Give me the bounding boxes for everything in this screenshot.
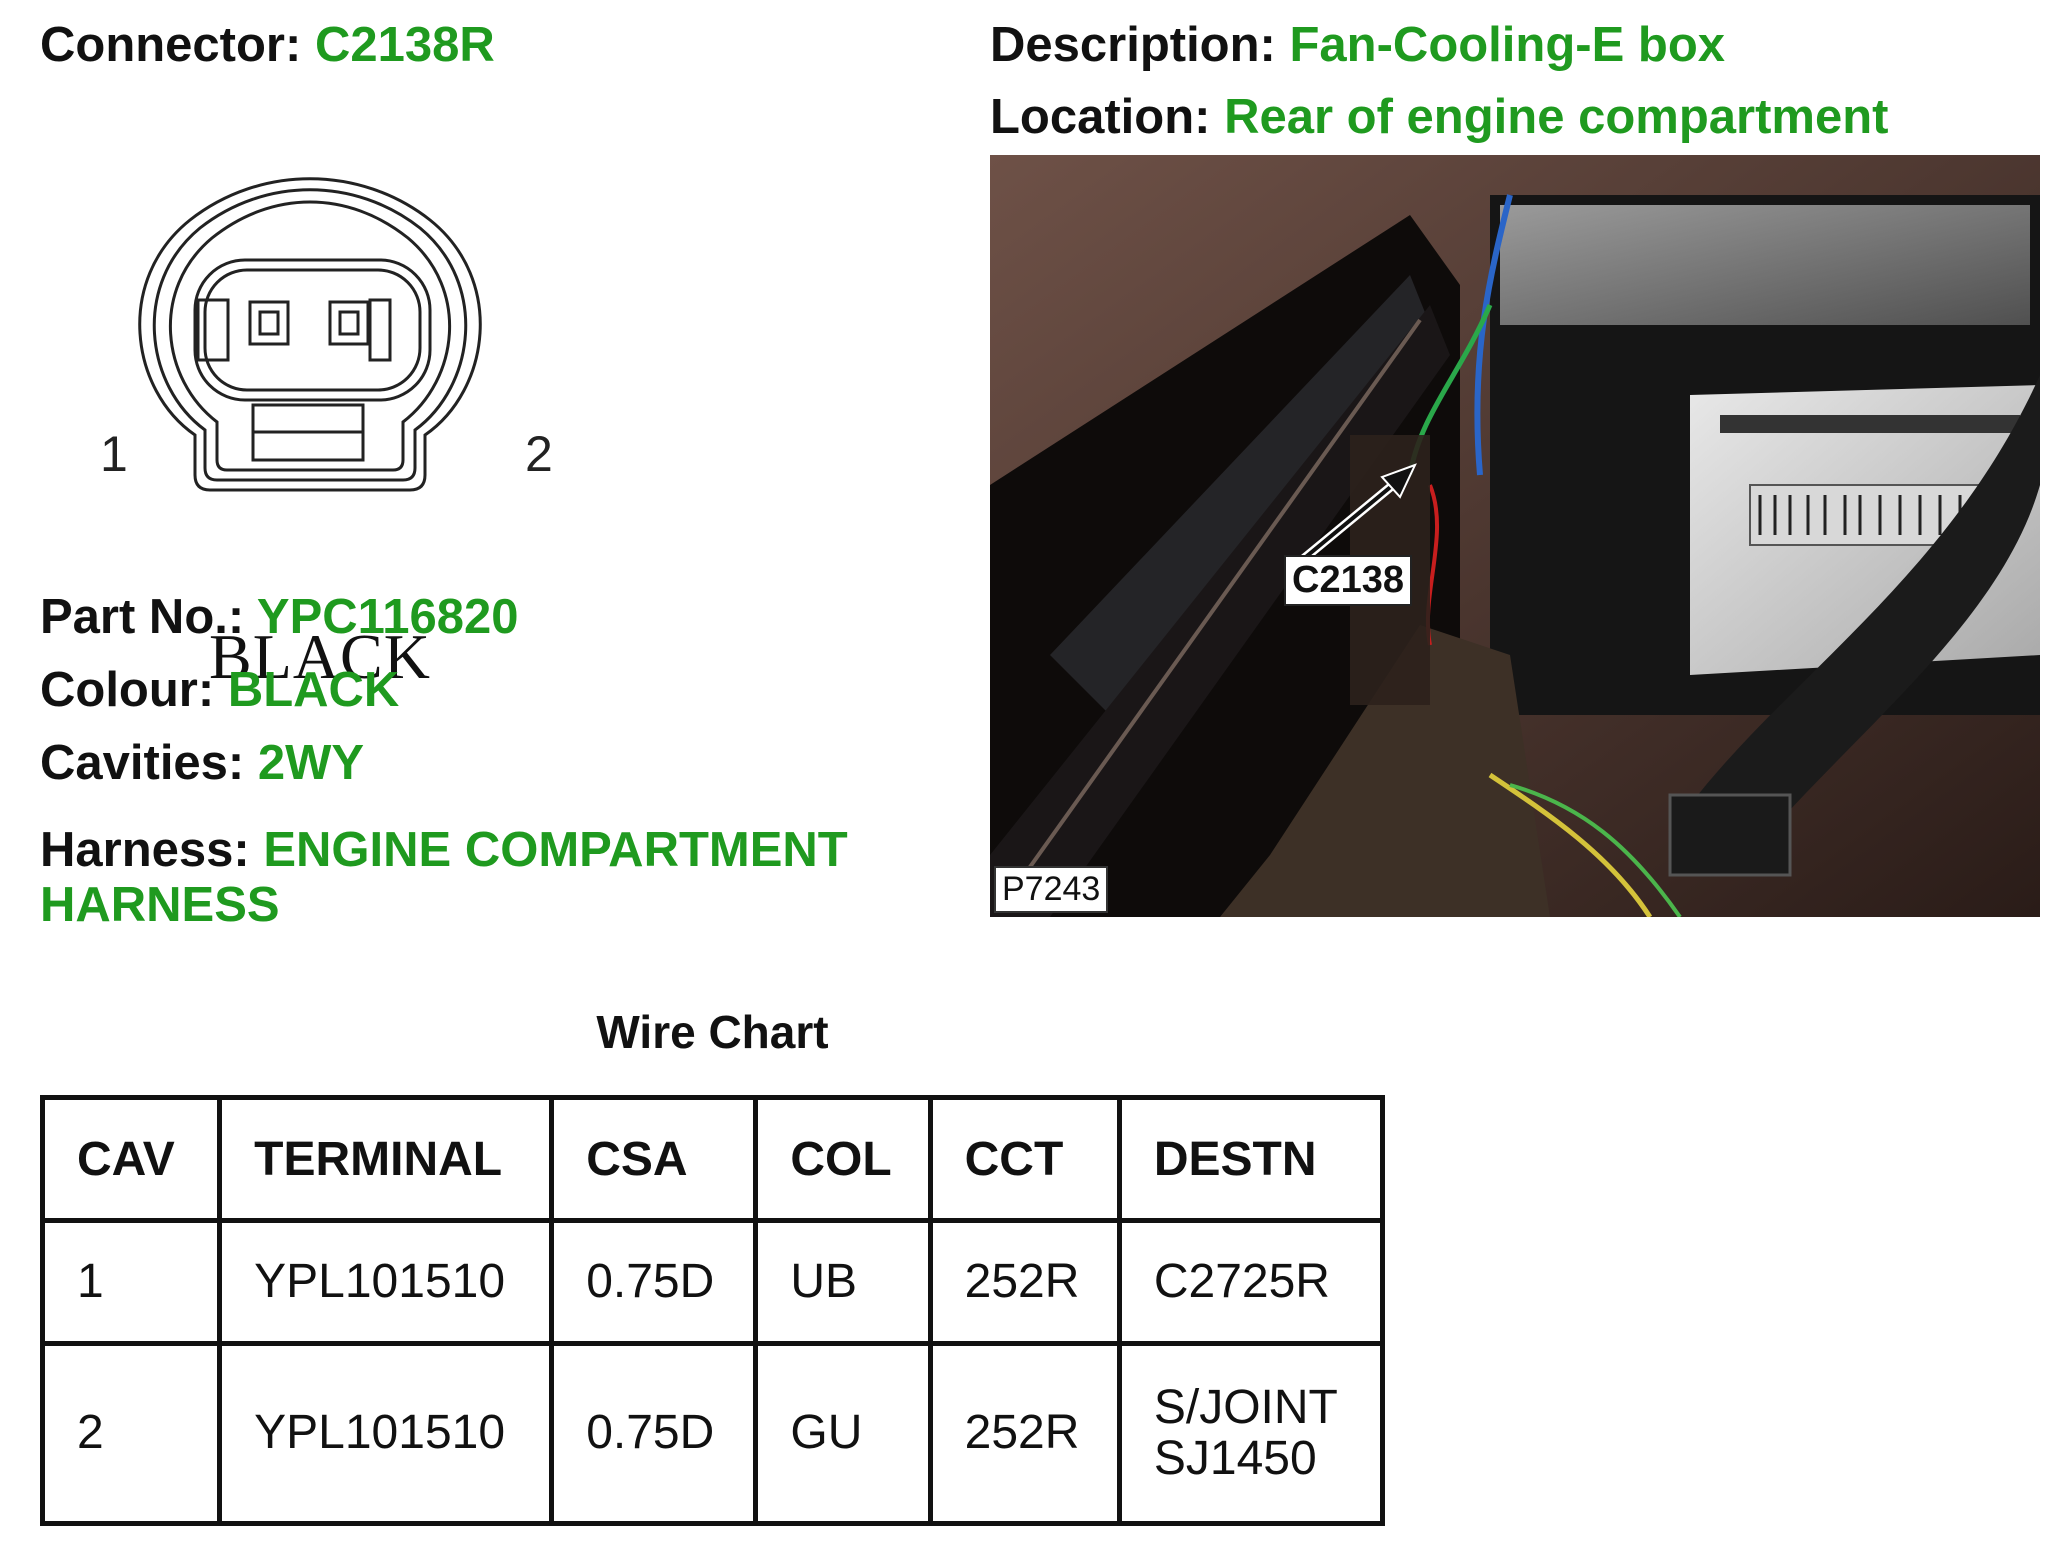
column-header-csa: CSA (549, 1095, 759, 1223)
column-header-cav: CAV (39, 1095, 223, 1223)
cell-csa: 0.75D (549, 1218, 759, 1346)
description-label: Description: (990, 18, 1276, 72)
colour-field: Colour: BLACK (40, 663, 399, 718)
cell-destn: C2725R (1116, 1218, 1386, 1346)
connector-value: C2138R (314, 18, 495, 72)
description-value: Fan-Cooling-E box (1289, 18, 1726, 72)
photo-reference-label: P7243 (994, 866, 1109, 913)
cell-csa: 0.75D (549, 1341, 759, 1526)
part-number-label: Part No.: (40, 590, 245, 644)
cavity-number-1: 1 (100, 426, 128, 482)
wire-chart-title: Wire Chart (596, 1006, 829, 1058)
connector-outline-drawing (138, 177, 482, 492)
colour-label: Colour: (40, 663, 215, 717)
harness-value: ENGINE COMPARTMENT HARNESS (40, 823, 848, 932)
colour-value: BLACK (227, 663, 400, 717)
cell-cct: 252R (927, 1341, 1122, 1526)
cell-cct: 252R (927, 1218, 1122, 1346)
location-value: Rear of engine compartment (1224, 90, 1889, 144)
location-photo: C2138 P7243 (990, 155, 2040, 917)
column-header-destn: DESTN (1116, 1095, 1386, 1223)
connector-field: Connector: C2138R (40, 18, 495, 73)
location-field: Location: Rear of engine compartment (990, 90, 1888, 145)
engine-compartment-illustration (990, 155, 2040, 917)
cell-col: UB (753, 1218, 933, 1346)
connector-face-diagram: 1 2 BLACK (40, 150, 560, 692)
cell-terminal: YPL101510 (217, 1341, 555, 1526)
description-field: Description: Fan-Cooling-E box (990, 18, 1725, 73)
part-number-value: YPC116820 (256, 590, 519, 644)
column-header-col: COL (753, 1095, 933, 1223)
cell-destn: S/JOINT SJ1450 (1116, 1341, 1386, 1526)
table-row: 2 YPL101510 0.75D GU 252R S/JOINT SJ1450 (39, 1341, 1386, 1526)
cell-terminal: YPL101510 (217, 1218, 555, 1346)
part-number-field: Part No.: YPC116820 (40, 590, 518, 645)
harness-field: Harness: ENGINE COMPARTMENT HARNESS (40, 823, 940, 933)
cavities-value: 2WY (257, 736, 365, 790)
column-header-terminal: TERMINAL (217, 1095, 555, 1223)
wire-chart-table: CAV TERMINAL CSA COL CCT DESTN 1 YPL1015… (39, 1095, 1386, 1526)
cell-col: GU (753, 1341, 933, 1526)
cavities-field: Cavities: 2WY (40, 736, 364, 791)
photo-callout-label: C2138 (1284, 555, 1412, 606)
cell-cav: 1 (39, 1218, 223, 1346)
table-header-row: CAV TERMINAL CSA COL CCT DESTN (39, 1095, 1386, 1223)
connector-label: Connector: (40, 18, 302, 72)
column-header-cct: CCT (927, 1095, 1122, 1223)
table-row: 1 YPL101510 0.75D UB 252R C2725R (39, 1218, 1386, 1346)
diagram-colour-label: BLACK (209, 621, 431, 692)
location-label: Location: (990, 90, 1211, 144)
cell-cav: 2 (39, 1341, 223, 1526)
cavity-number-2: 2 (525, 426, 553, 482)
harness-label: Harness: (40, 823, 250, 877)
cavities-label: Cavities: (40, 736, 245, 790)
